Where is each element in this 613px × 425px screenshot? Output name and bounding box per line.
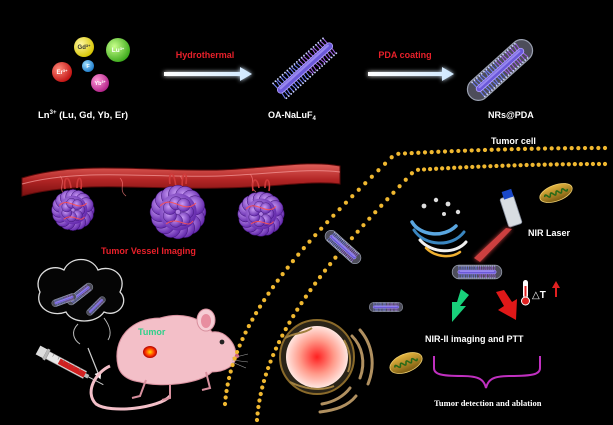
tumor-vessel-imaging-label: Tumor Vessel Imaging: [101, 246, 196, 256]
tumor-label: Tumor: [138, 327, 166, 337]
tumor-cell-label: Tumor cell: [491, 136, 536, 146]
hydrothermal-label: Hydrothermal: [176, 50, 235, 60]
nanorod-intracellular: [369, 302, 403, 311]
pda-coating-label: PDA coating: [378, 50, 431, 60]
nir-laser-label: NIR Laser: [528, 228, 571, 238]
mouse-inner-ear: [201, 314, 211, 328]
nir-imaging-ptt-label: NIR-II imaging and PTT: [425, 334, 524, 344]
nanorod-irradiated: [452, 265, 502, 279]
nucleus: [280, 320, 354, 394]
nrs-pda-caption: NRs@PDA: [488, 110, 534, 120]
mouse-eye: [220, 340, 225, 345]
tumor-detection-label: Tumor detection and ablation: [434, 398, 542, 408]
mouse-tumor-spot: [143, 346, 157, 358]
delta-t-label: △T: [532, 290, 546, 301]
